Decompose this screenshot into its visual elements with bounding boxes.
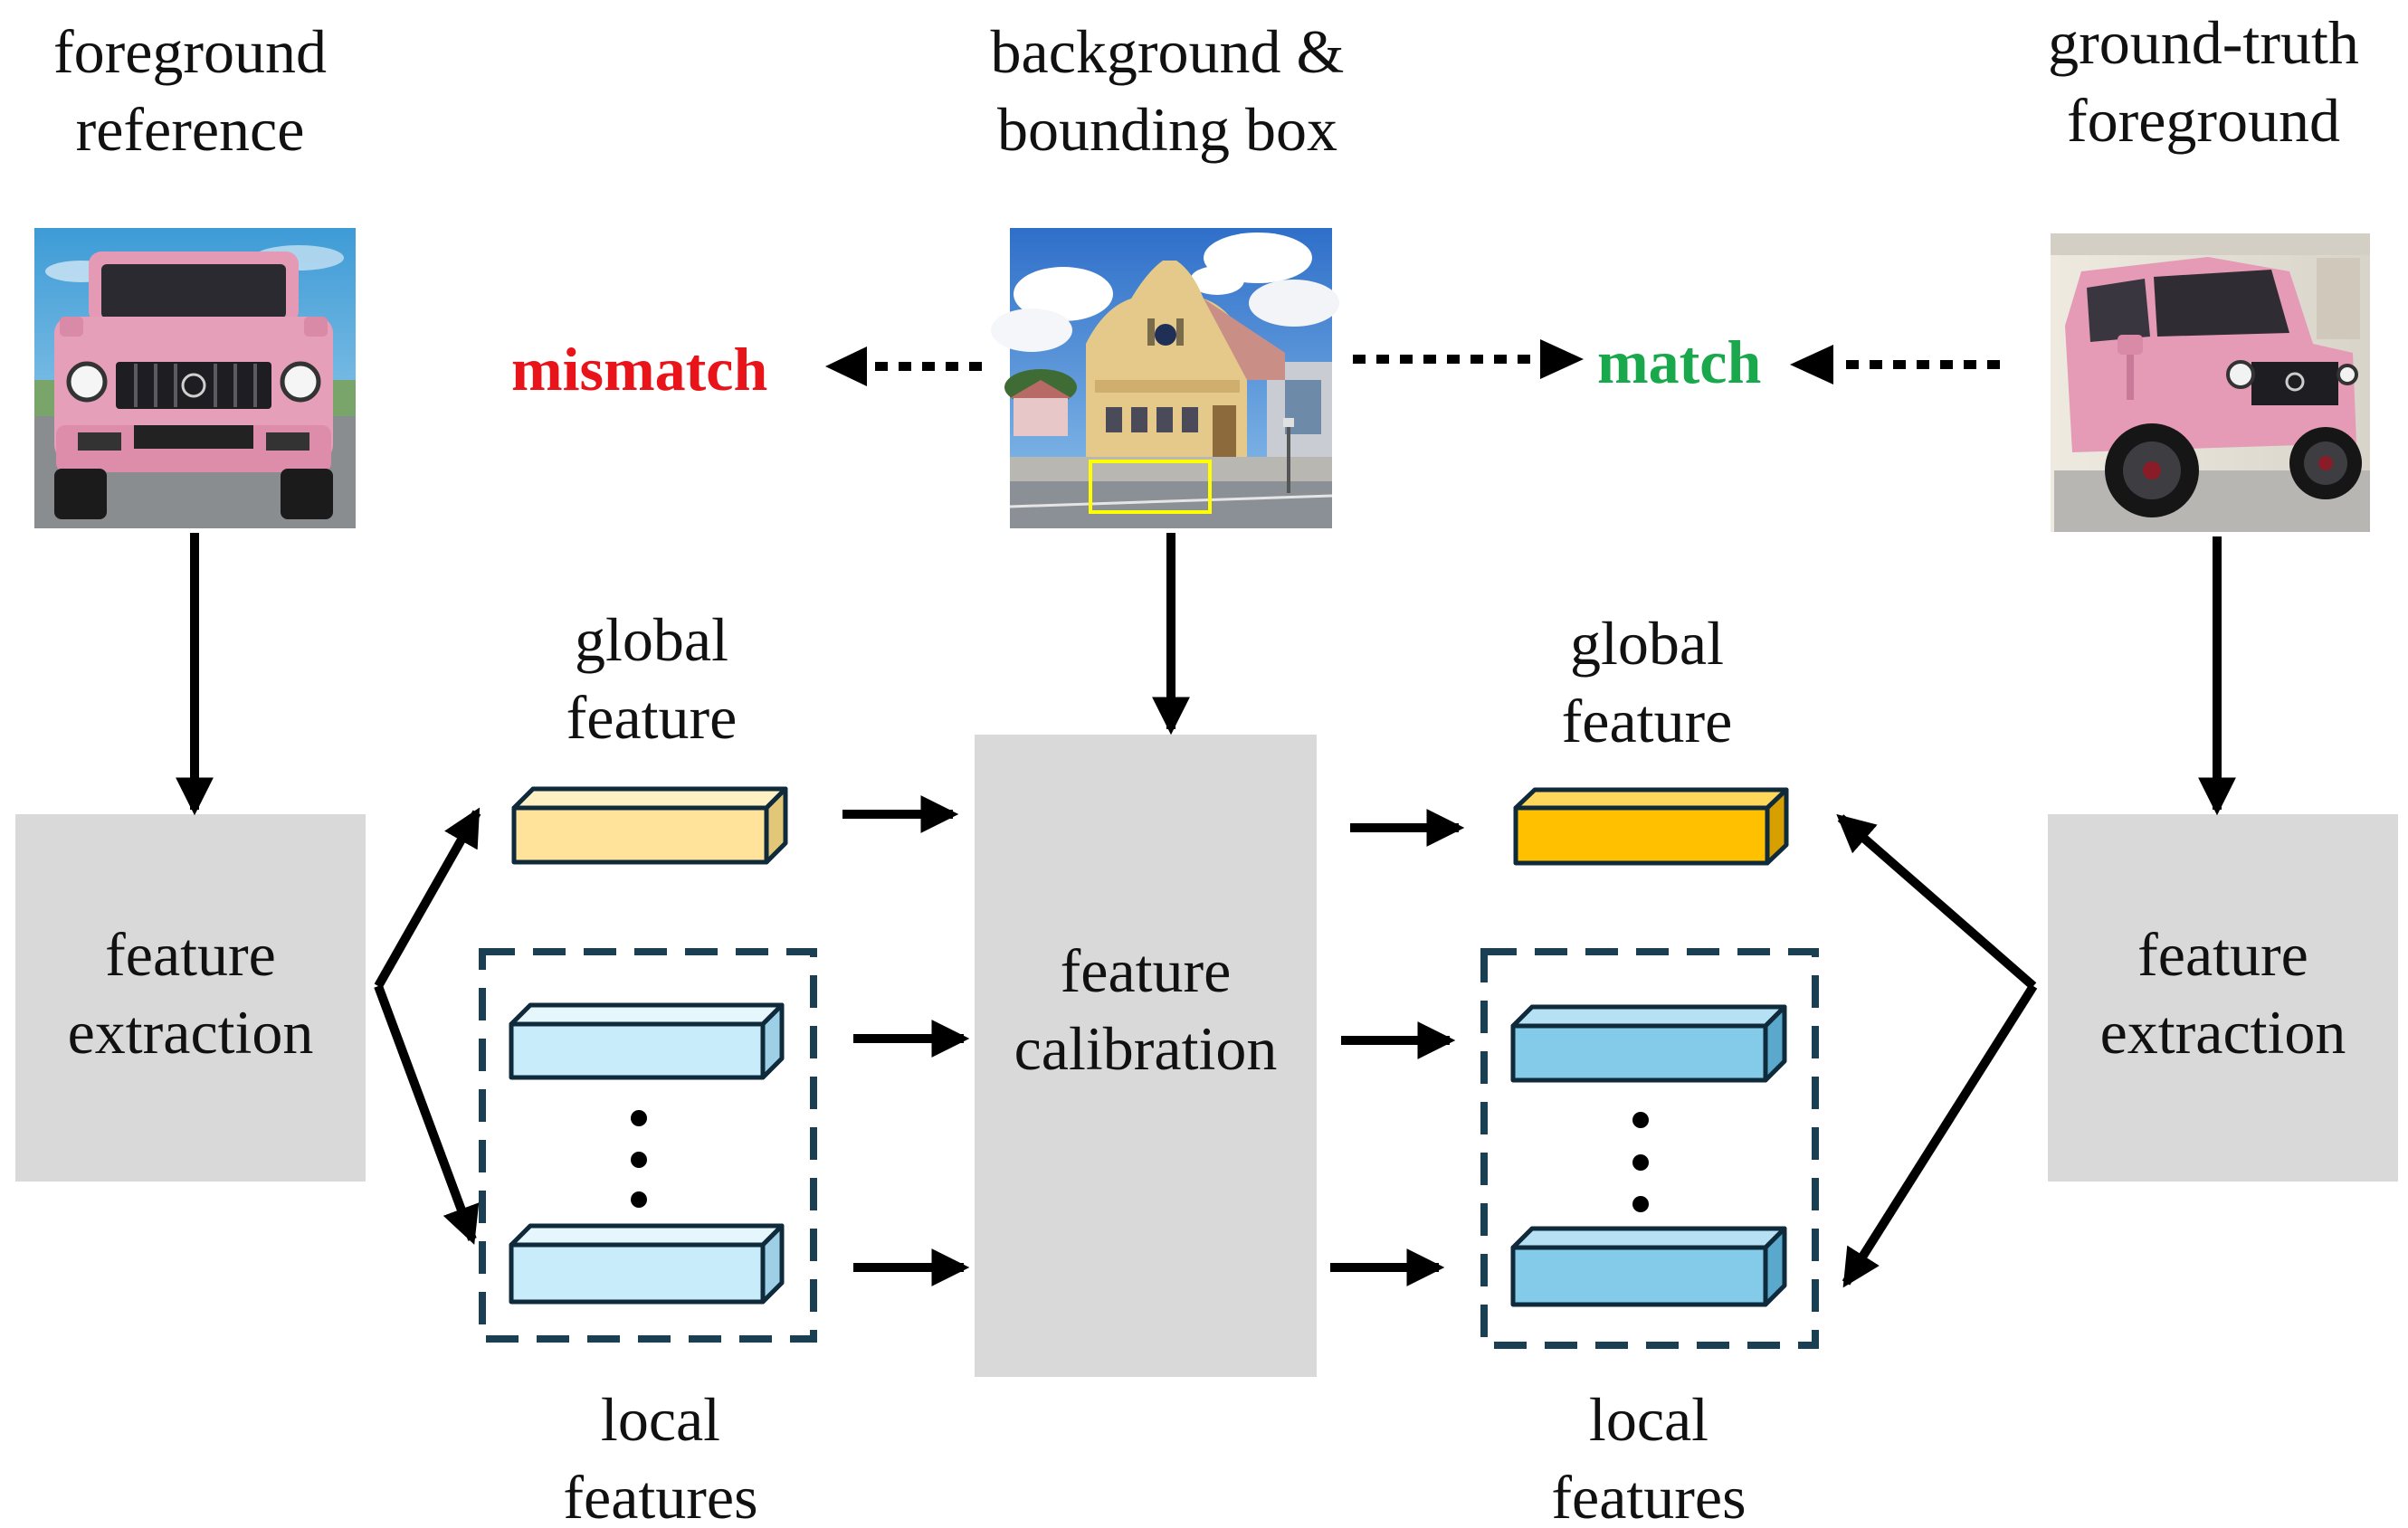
local-feature-right-bar-bottom [1510, 1226, 1787, 1307]
label-local-features-left: local features [563, 1385, 758, 1528]
foreground-reference-photo [34, 228, 356, 528]
label-feature-calibration: feature calibration [1014, 936, 1278, 1083]
label-local-features-right: local features [1551, 1385, 1747, 1528]
label-feature-extraction-left: feature extraction [67, 920, 314, 1067]
local-feature-right-bar-top [1510, 1004, 1787, 1083]
label-foreground-reference: foreground reference [52, 17, 328, 164]
label-match: match [1597, 327, 1762, 396]
local-feature-left-bar-bottom [509, 1223, 785, 1305]
label-feature-extraction-right: feature extraction [2099, 920, 2346, 1067]
arrow-extraction-right-to-global [1836, 813, 2037, 990]
local-features-left-frame [479, 948, 817, 1343]
local-features-right-frame [1480, 948, 1819, 1349]
label-background-bounding-box: background & bounding box [990, 17, 1345, 164]
label-global-feature-left: global feature [566, 605, 738, 752]
background-photo [991, 228, 1339, 528]
feature-extraction-right-box [2048, 814, 2398, 1182]
ground-truth-foreground-photo [2051, 233, 2370, 532]
label-ground-truth-foreground: ground-truth foreground [2048, 8, 2359, 155]
feature-calibration-box [975, 735, 1317, 1377]
bounding-box [1089, 460, 1212, 514]
local-feature-left-bar-top [509, 1002, 785, 1080]
arrowhead-match-right [1790, 345, 1833, 384]
ellipsis-right [1632, 1112, 1649, 1212]
arrowhead-match-left [1540, 339, 1584, 379]
global-feature-right-bar [1513, 787, 1789, 866]
label-mismatch: mismatch [511, 335, 768, 403]
arrow-extraction-right-to-local [1842, 983, 2038, 1288]
label-global-feature-right: global feature [1561, 609, 1733, 755]
feature-extraction-left-box [15, 814, 366, 1182]
arrow-extraction-to-local-left [374, 984, 480, 1245]
global-feature-left-bar [511, 786, 788, 865]
arrowhead-mismatch [825, 346, 867, 386]
ellipsis-left [631, 1110, 647, 1208]
arrow-extraction-to-global-left [374, 807, 481, 989]
